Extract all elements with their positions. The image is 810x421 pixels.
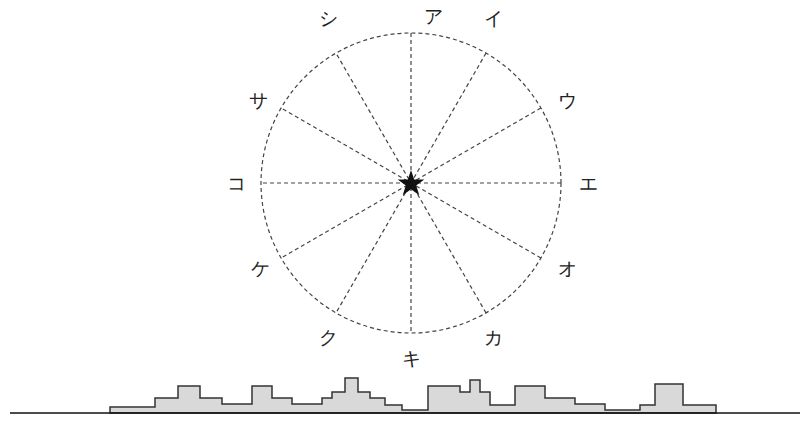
direction-label: サ <box>249 91 268 110</box>
direction-label: オ <box>558 259 577 278</box>
ground-line <box>10 412 800 414</box>
star-symbol <box>398 170 425 195</box>
direction-label: キ <box>402 349 421 368</box>
direction-label: カ <box>484 328 503 347</box>
dashed-circle-group <box>261 33 561 333</box>
dashed-circle <box>261 33 561 333</box>
dashed-diameter <box>336 53 486 313</box>
direction-label: シ <box>319 9 338 28</box>
direction-label: コ <box>227 174 246 193</box>
dashed-diameter <box>281 108 541 258</box>
direction-label: ケ <box>251 259 270 278</box>
direction-label: ア <box>424 7 443 26</box>
direction-label: ク <box>319 328 338 347</box>
dashed-diameter <box>336 53 486 313</box>
direction-label: ウ <box>558 91 577 110</box>
direction-label: エ <box>579 174 598 193</box>
city-skyline <box>110 378 716 413</box>
direction-label: イ <box>484 9 503 28</box>
